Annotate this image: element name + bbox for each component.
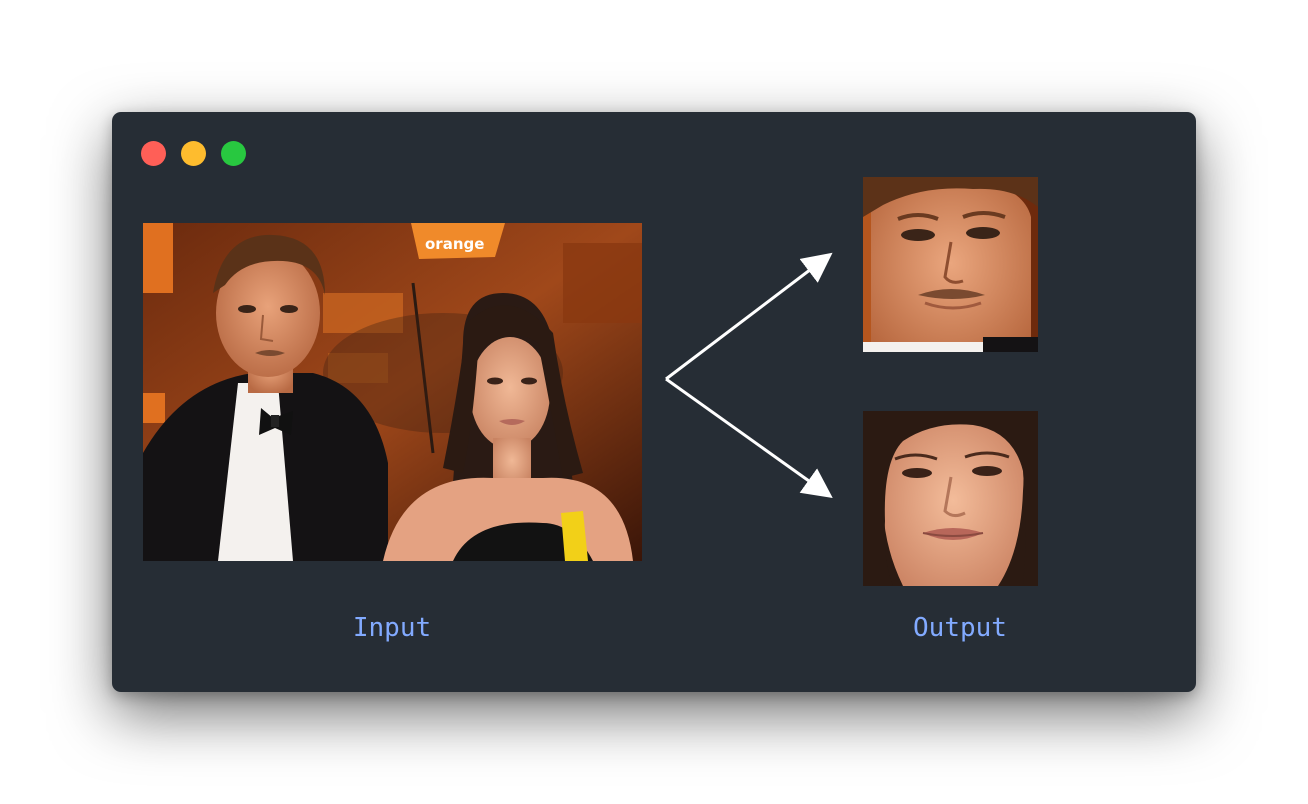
input-label: Input <box>352 613 432 643</box>
zoom-button[interactable] <box>221 141 246 166</box>
sign-text: orange <box>425 235 484 253</box>
minimize-button[interactable] <box>181 141 206 166</box>
output-face-woman <box>863 411 1038 586</box>
arrow-to-face-woman <box>665 377 833 498</box>
window: orange <box>112 112 1196 692</box>
close-button[interactable] <box>141 141 166 166</box>
output-face-man <box>863 177 1038 352</box>
arrow-to-face-man <box>665 252 833 381</box>
input-image: orange <box>143 223 642 561</box>
output-label: Output <box>913 613 1007 643</box>
